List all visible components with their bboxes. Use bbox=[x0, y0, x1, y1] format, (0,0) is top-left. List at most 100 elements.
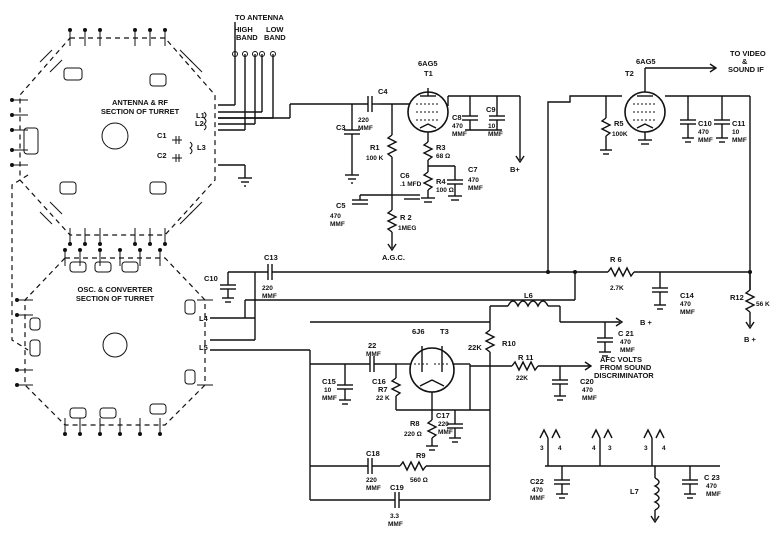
res-r9-label: R9 bbox=[416, 451, 426, 460]
cap-c22-value-1: 470 bbox=[532, 487, 543, 494]
coil-l2-label: L2 bbox=[195, 119, 204, 128]
res-r7-value: 22 K bbox=[376, 395, 390, 402]
cap-c18-label: C18 bbox=[366, 449, 380, 458]
agc-label: A.G.C. bbox=[382, 253, 405, 262]
res-r10-value: 22K bbox=[468, 343, 482, 352]
cap-c19-label: C19 bbox=[390, 483, 404, 492]
res-r3-label: R3 bbox=[436, 143, 446, 152]
heater-pin-3c: 3 bbox=[644, 445, 648, 452]
antenna-low-1: LOW bbox=[266, 25, 284, 34]
cap-c5-value-1: 470 bbox=[330, 213, 341, 220]
cap-c23-value-2: MMF bbox=[706, 491, 721, 498]
cap-c4-value-1: 220 bbox=[358, 117, 369, 124]
res-r5-value: 100K bbox=[612, 131, 628, 138]
cap-c20-value-1: 470 bbox=[582, 387, 593, 394]
heater-pin-3a: 3 bbox=[540, 445, 544, 452]
res-r6-label: R 6 bbox=[610, 255, 622, 264]
bplus-r12: B + bbox=[744, 335, 757, 344]
tube-t1-type: 6AG5 bbox=[418, 59, 438, 68]
cap-c13-label: C13 bbox=[264, 253, 278, 262]
tube-t2-ref: T2 bbox=[625, 69, 634, 78]
cap-c15-value-1: 10 bbox=[324, 387, 332, 394]
res-r3-value: 68 Ω bbox=[436, 153, 450, 160]
cap-c21-value-1: 470 bbox=[620, 339, 631, 346]
afc-label-1: AFC VOLTS bbox=[600, 355, 642, 364]
video-out-1: TO VIDEO bbox=[730, 49, 766, 58]
res-r2-label: R 2 bbox=[400, 213, 412, 222]
afc-label-3: DISCRIMINATOR bbox=[594, 371, 654, 380]
rf-amp-stage: C4 C3 220 MMF R1 100 K R 2 1MEG A.G.C. C… bbox=[218, 59, 525, 262]
cap-c10-t2-value-1: 470 bbox=[698, 129, 709, 136]
video-out-2: & bbox=[742, 57, 748, 66]
afc-label-2: FROM SOUND bbox=[600, 363, 652, 372]
cap-c19-value-2: MMF bbox=[388, 521, 403, 528]
tube-t1-ref: T1 bbox=[424, 69, 433, 78]
turret-gang-link bbox=[11, 174, 29, 351]
heater-pin-4a: 4 bbox=[558, 445, 562, 452]
cap-c9-value-2: MMF bbox=[488, 131, 503, 138]
cap-c16-unit: MMF bbox=[366, 351, 381, 358]
cap-c10-t2-label: C10 bbox=[698, 119, 712, 128]
antenna-high-2: BAND bbox=[236, 33, 258, 42]
cap-c2-label: C2 bbox=[157, 151, 167, 160]
rf-turret-section: ANTENNA & RF SECTION OF TURRET bbox=[10, 28, 216, 246]
cap-c23-value-1: 470 bbox=[706, 483, 717, 490]
cap-c13-value-2: MMF bbox=[262, 293, 277, 300]
cap-c4-value-2: MMF bbox=[358, 125, 373, 132]
res-r8-value: 220 Ω bbox=[404, 431, 422, 438]
tube-t3-ref: T3 bbox=[440, 327, 449, 336]
cap-c8-value-1: 470 bbox=[452, 123, 463, 130]
antenna-low-2: BAND bbox=[264, 33, 286, 42]
cap-c18-value-2: MMF bbox=[366, 485, 381, 492]
cap-c17-value-1: 220 bbox=[438, 421, 449, 428]
res-r1-label: R1 bbox=[370, 143, 380, 152]
res-r4-value: 100 Ω bbox=[436, 187, 454, 194]
cap-c20-label: C20 bbox=[580, 377, 594, 386]
res-r8-label: R8 bbox=[410, 419, 420, 428]
rf-coil-l1-l2 bbox=[172, 111, 207, 162]
res-r4-label: R4 bbox=[436, 177, 446, 186]
cap-c23-label: C 23 bbox=[704, 473, 720, 482]
cap-c22-value-2: MMF bbox=[530, 495, 545, 502]
rf-turret-title-2: SECTION OF TURRET bbox=[101, 107, 180, 116]
heater-pin-4b: 4 bbox=[592, 445, 596, 452]
cap-c6-value: .1 MFD bbox=[400, 181, 422, 188]
cap-c19-value-1: 3.3 bbox=[390, 513, 399, 520]
res-r6-value: 2.7K bbox=[610, 285, 624, 292]
res-r5-label: R5 bbox=[614, 119, 624, 128]
cap-c15-label: C15 bbox=[322, 377, 336, 386]
res-r2-value: 1MEG bbox=[398, 225, 416, 232]
cap-c21-label: C 21 bbox=[618, 329, 634, 338]
cap-c3-label: C3 bbox=[336, 123, 346, 132]
cap-c18-value-1: 220 bbox=[366, 477, 377, 484]
cap-c17-value-2: MMF bbox=[438, 429, 453, 436]
cap-c11-value-2: MMF bbox=[732, 137, 747, 144]
cap-c20-value-2: MMF bbox=[582, 395, 597, 402]
cap-c16-ref: C16 bbox=[372, 377, 386, 386]
coil-l3-label: L3 bbox=[197, 143, 206, 152]
cap-c10-label: C10 bbox=[204, 274, 218, 283]
video-out-3: SOUND IF bbox=[728, 65, 764, 74]
cap-c22-label: C22 bbox=[530, 477, 544, 486]
heater-pin-3b: 3 bbox=[608, 445, 612, 452]
cap-c21-value-2: MMF bbox=[620, 347, 635, 354]
cap-c14-value-1: 470 bbox=[680, 301, 691, 308]
bplus-distribution: R 6 2.7K C14 470 MMF R12 56 K B + bbox=[546, 255, 770, 344]
coil-l7-label: L7 bbox=[630, 487, 639, 496]
res-r7-label: R7 bbox=[378, 385, 388, 394]
cap-c7-value-1: 470 bbox=[468, 177, 479, 184]
osc-turret-title-1: OSC. & CONVERTER bbox=[77, 285, 153, 294]
res-r11-label: R 11 bbox=[518, 353, 533, 362]
cap-c15-value-2: MMF bbox=[322, 395, 337, 402]
coil-l5-label: L5 bbox=[199, 343, 208, 352]
res-r10-label: R10 bbox=[502, 339, 516, 348]
cap-c5-value-2: MMF bbox=[330, 221, 345, 228]
cap-c9-label: C9 bbox=[486, 105, 496, 114]
coil-l1-label: L1 bbox=[196, 111, 205, 120]
cap-c5-label: C5 bbox=[336, 201, 346, 210]
cap-c11-label: C11 bbox=[732, 119, 745, 128]
cap-c13-value-1: 220 bbox=[262, 285, 273, 292]
res-r12-label: R12 bbox=[730, 293, 744, 302]
heater-pin-4c: 4 bbox=[662, 445, 666, 452]
